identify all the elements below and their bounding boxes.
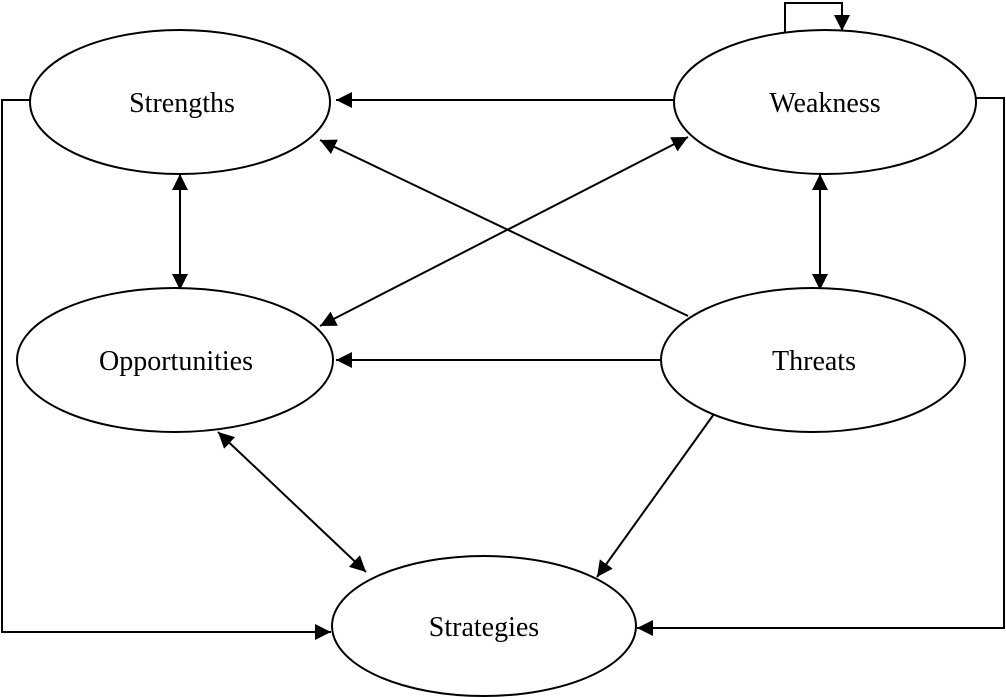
node-strategies-label: Strategies xyxy=(429,612,539,643)
node-strengths-shape xyxy=(29,29,331,175)
node-strengths-label: Strengths xyxy=(129,88,235,119)
node-opportunities-label: Opportunities xyxy=(99,346,253,377)
edge-opportunities-weakness xyxy=(319,136,689,327)
node-opportunities: Opportunities xyxy=(16,287,334,433)
node-weakness: Weakness xyxy=(673,29,977,175)
node-threats: Threats xyxy=(660,287,966,433)
node-weakness-label: Weakness xyxy=(769,88,880,119)
node-threats-label: Threats xyxy=(772,346,856,377)
edge-weakness-self-loop xyxy=(784,2,850,33)
edge-threats-to-strategies xyxy=(596,413,715,578)
edge-weakness-to-strategies xyxy=(637,97,1005,636)
edge-opportunities-strategies xyxy=(217,431,367,573)
edges xyxy=(1,2,1005,640)
node-opportunities-shape xyxy=(16,287,334,433)
node-strategies-shape xyxy=(331,555,637,697)
node-strengths: Strengths xyxy=(29,29,331,175)
node-threats-shape xyxy=(660,287,966,433)
node-weakness-shape xyxy=(673,29,977,175)
edge-strengths-to-strategies xyxy=(1,99,331,640)
node-strategies: Strategies xyxy=(331,555,637,697)
